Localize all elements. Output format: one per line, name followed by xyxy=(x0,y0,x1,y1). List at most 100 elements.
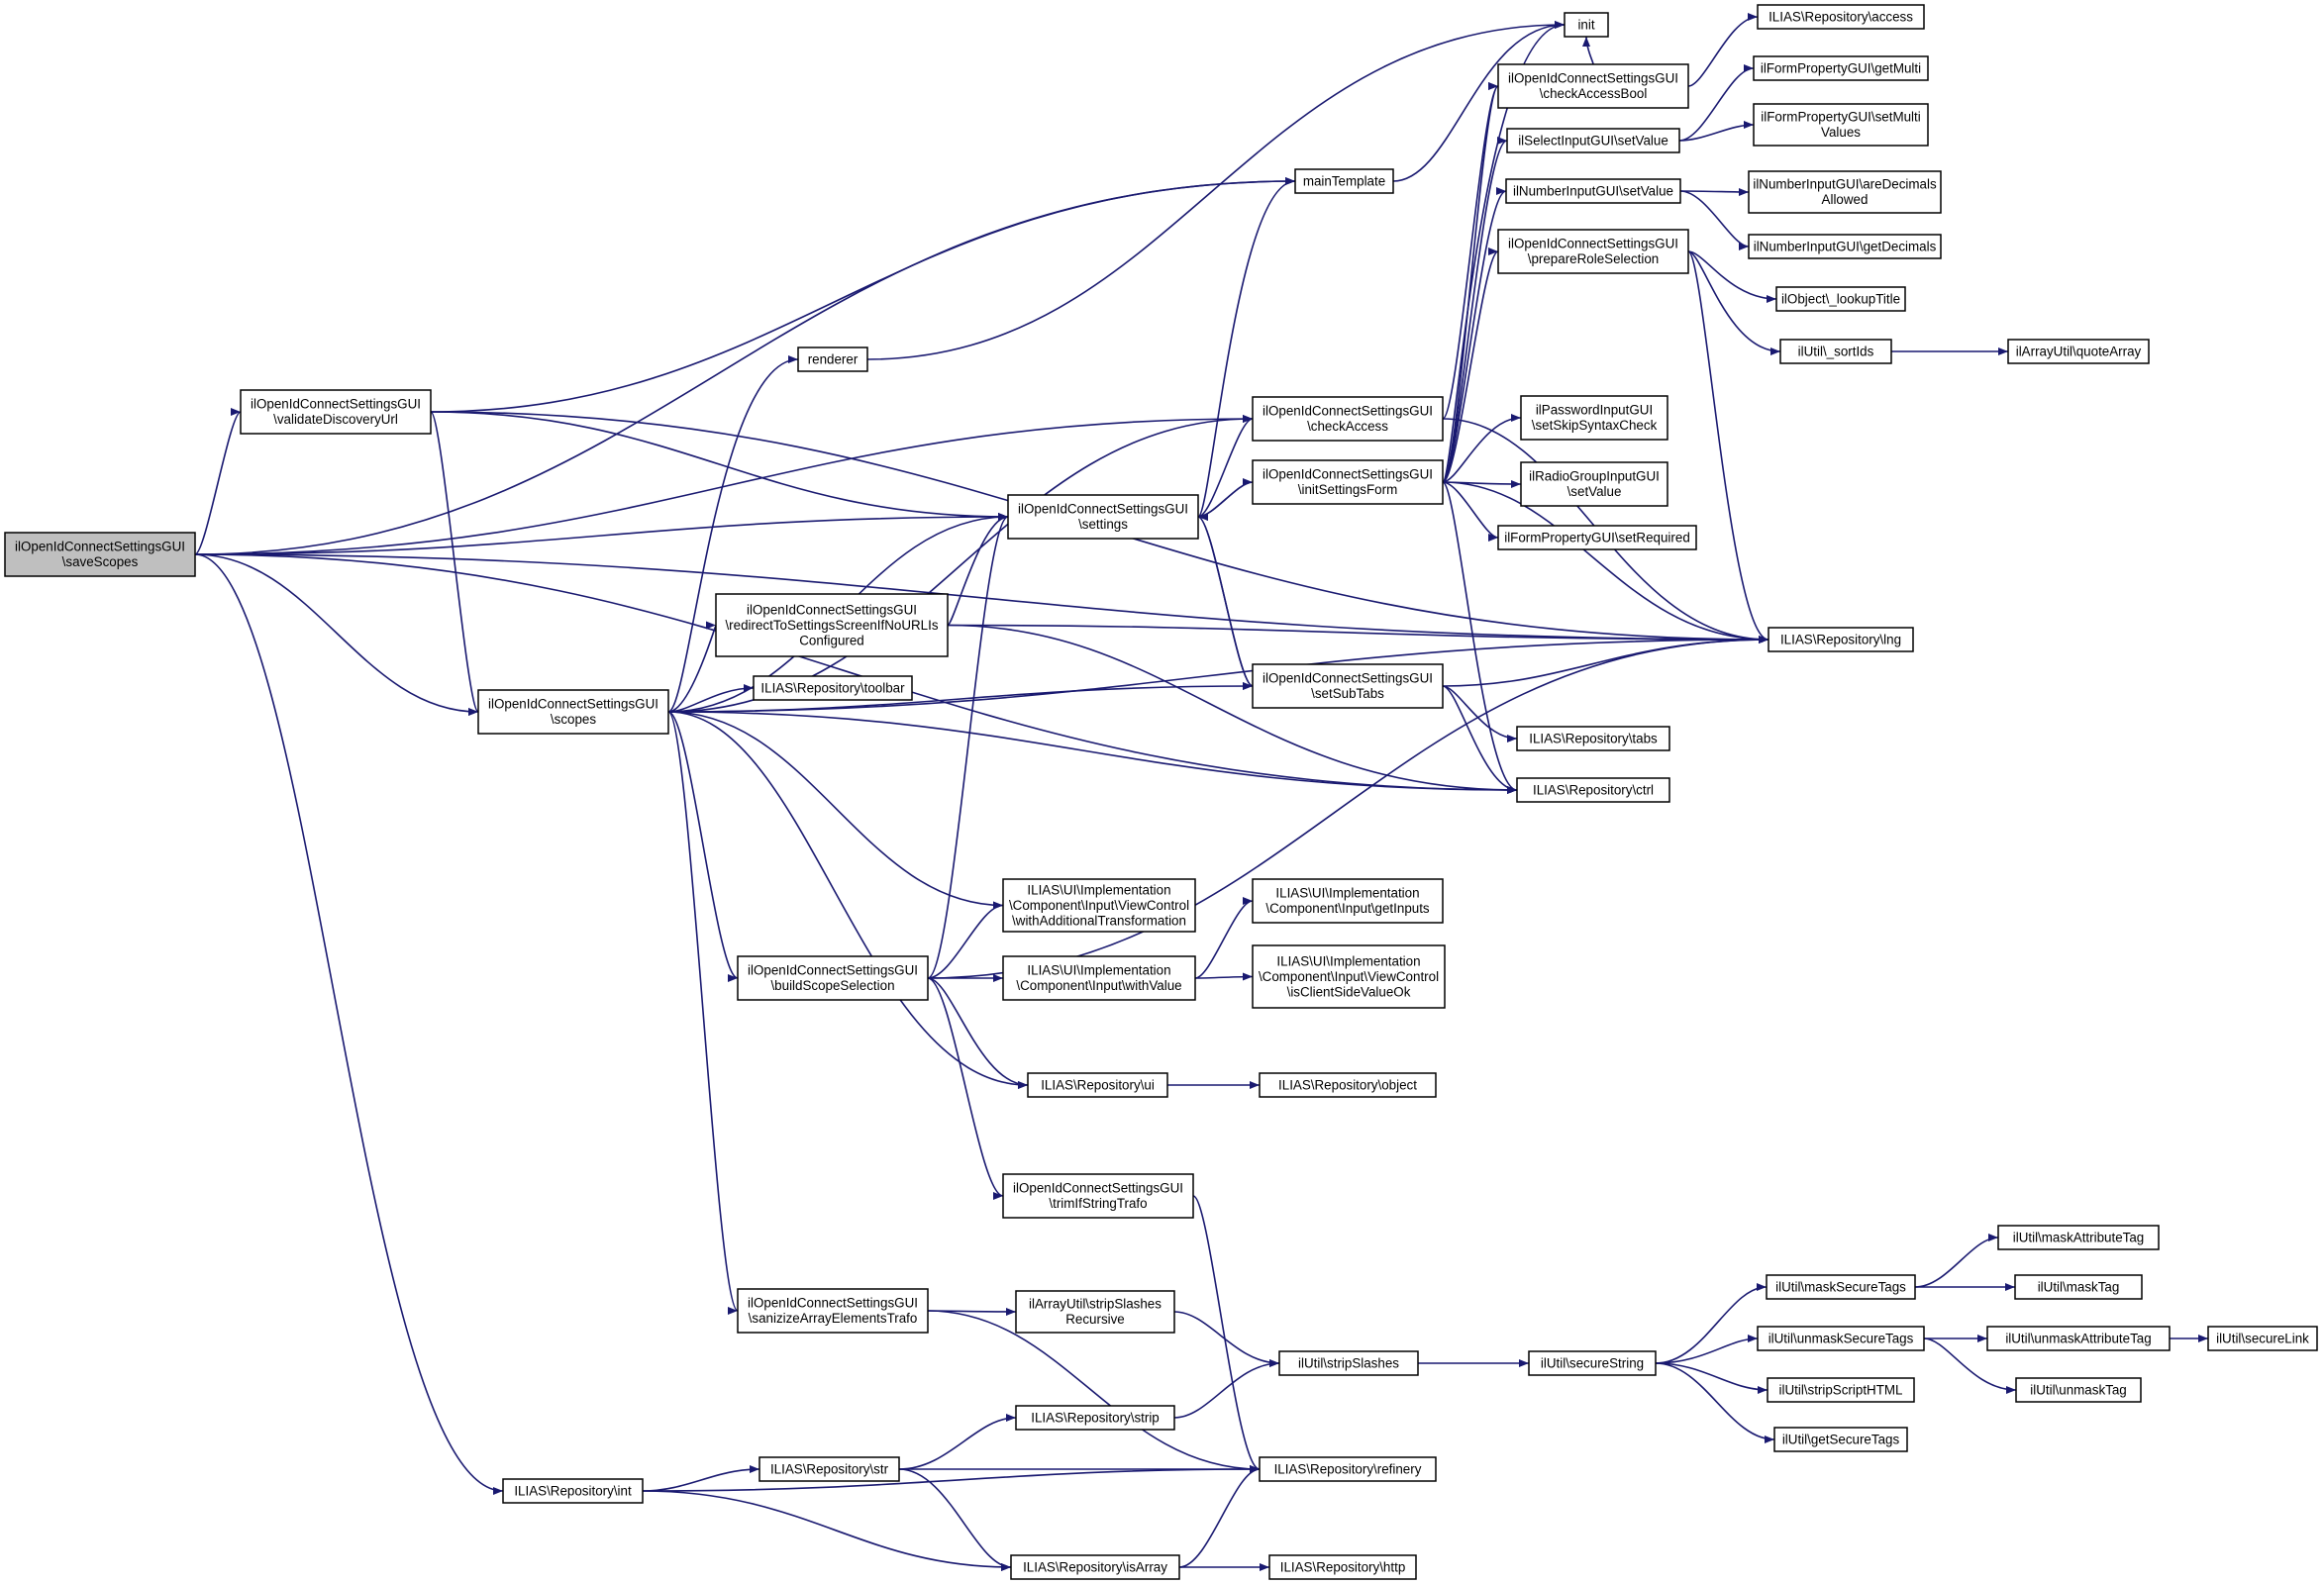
edge-strip-to-stripSlashes xyxy=(1173,1359,1280,1419)
node-trimIfStringTrafo[interactable]: ilOpenIdConnectSettingsGUI\trimIfStringT… xyxy=(1002,1173,1194,1219)
node-isArray[interactable]: ILIAS\Repository\isArray xyxy=(1010,1554,1180,1580)
node-label-line: ilUtil\maskSecureTags xyxy=(1775,1279,1906,1294)
node-mainTemplate[interactable]: mainTemplate xyxy=(1294,168,1394,194)
node-checkAccess[interactable]: ilOpenIdConnectSettingsGUI\checkAccess xyxy=(1252,396,1444,442)
node-object[interactable]: ILIAS\Repository\object xyxy=(1259,1072,1437,1098)
node-numberSetValue[interactable]: ilNumberInputGUI\setValue xyxy=(1505,178,1681,204)
node-getInputs[interactable]: ILIAS\UI\Implementation\Component\Input\… xyxy=(1252,878,1444,924)
node-label-line: \validateDiscoveryUrl xyxy=(273,412,398,427)
node-saveScopes[interactable]: ilOpenIdConnectSettingsGUI\saveScopes xyxy=(4,532,196,577)
edge-setSubTabs-to-tabs xyxy=(1442,685,1518,743)
edge-scopes-to-ui xyxy=(667,711,1029,1089)
node-stripScriptHTML[interactable]: ilUtil\stripScriptHTML xyxy=(1767,1377,1915,1403)
node-maskTag[interactable]: ilUtil\maskTag xyxy=(2014,1274,2143,1300)
node-box xyxy=(1753,55,1929,81)
node-label-line: ILIAS\Repository\isArray xyxy=(1023,1559,1167,1574)
node-sanitize[interactable]: ilOpenIdConnectSettingsGUI\sanizizeArray… xyxy=(737,1288,929,1334)
node-scopes[interactable]: ilOpenIdConnectSettingsGUI\scopes xyxy=(477,689,669,735)
edge-saveScopes-to-settings xyxy=(194,513,1009,555)
node-withAdditionalTransformation[interactable]: ILIAS\UI\Implementation\Component\Input\… xyxy=(1002,878,1196,933)
node-box xyxy=(1768,627,1914,652)
node-label-line: \saveScopes xyxy=(62,554,139,569)
node-isClientSideValueOk[interactable]: ILIAS\UI\Implementation\Component\Input\… xyxy=(1252,944,1446,1009)
node-setRequired[interactable]: ilFormPropertyGUI\setRequired xyxy=(1497,525,1697,550)
node-label-line: renderer xyxy=(808,351,859,366)
node-getMulti[interactable]: ilFormPropertyGUI\getMulti xyxy=(1753,55,1929,81)
edge-setSubTabs-to-lng xyxy=(1442,636,1769,687)
node-label-line: ilUtil\secureString xyxy=(1541,1355,1644,1370)
edge-withValue-to-getInputs xyxy=(1194,897,1254,979)
node-stripSlashes[interactable]: ilUtil\stripSlashes xyxy=(1278,1350,1419,1376)
node-withValue[interactable]: ILIAS\UI\Implementation\Component\Input\… xyxy=(1002,955,1196,1001)
node-ctrl[interactable]: ILIAS\Repository\ctrl xyxy=(1516,777,1670,803)
node-label-line: \Component\Input\ViewControl xyxy=(1259,969,1439,984)
node-initSettingsForm[interactable]: ilOpenIdConnectSettingsGUI\initSettingsF… xyxy=(1252,459,1444,505)
node-getDecimals[interactable]: ilNumberInputGUI\getDecimals xyxy=(1748,234,1942,259)
node-buildScopeSelection[interactable]: ilOpenIdConnectSettingsGUI\buildScopeSel… xyxy=(737,955,929,1001)
node-unmaskSecureTags[interactable]: ilUtil\unmaskSecureTags xyxy=(1757,1326,1925,1351)
node-radioSetValue[interactable]: ilRadioGroupInputGUI\setValue xyxy=(1520,461,1668,507)
node-ui[interactable]: ILIAS\Repository\ui xyxy=(1027,1072,1168,1098)
node-secureString[interactable]: ilUtil\secureString xyxy=(1528,1350,1657,1376)
node-label-line: ilOpenIdConnectSettingsGUI xyxy=(488,697,658,712)
node-label-line: ilUtil\secureLink xyxy=(2216,1331,2309,1345)
edge-saveScopes-to-checkAccess xyxy=(194,415,1254,555)
node-int[interactable]: ILIAS\Repository\int xyxy=(502,1478,644,1504)
node-quoteArray[interactable]: ilArrayUtil\quoteArray xyxy=(2007,339,2150,364)
node-lng[interactable]: ILIAS\Repository\lng xyxy=(1768,627,1914,652)
node-strip[interactable]: ILIAS\Repository\strip xyxy=(1015,1405,1175,1431)
node-setSkipSyntaxCheck[interactable]: ilPasswordInputGUI\setSkipSyntaxCheck xyxy=(1520,395,1668,441)
node-access[interactable]: ILIAS\Repository\access xyxy=(1757,4,1925,30)
node-sortIds[interactable]: ilUtil\_sortIds xyxy=(1779,339,1892,364)
node-unmaskTag[interactable]: ilUtil\unmaskTag xyxy=(2015,1377,2142,1403)
node-label-line: \initSettingsForm xyxy=(1298,482,1397,497)
edge-validateDiscoveryUrl-to-mainTemplate xyxy=(430,177,1296,413)
node-box xyxy=(1002,878,1196,933)
node-label-line: ilOpenIdConnectSettingsGUI xyxy=(1013,1181,1183,1196)
node-label-line: ILIAS\Repository\tabs xyxy=(1529,731,1658,745)
node-http[interactable]: ILIAS\Repository\http xyxy=(1268,1554,1417,1580)
node-lookupTitle[interactable]: ilObject\_lookupTitle xyxy=(1775,286,1906,312)
node-init[interactable]: init xyxy=(1564,12,1609,38)
node-unmaskAttributeTag[interactable]: ilUtil\unmaskAttributeTag xyxy=(1986,1326,2171,1351)
node-tabs[interactable]: ILIAS\Repository\tabs xyxy=(1516,726,1670,751)
node-refinery[interactable]: ILIAS\Repository\refinery xyxy=(1259,1456,1437,1482)
node-label-line: ilUtil\getSecureTags xyxy=(1782,1432,1900,1446)
edge-buildScopeSelection-to-trimIfStringTrafo xyxy=(927,977,1004,1200)
node-label-line: ilFormPropertyGUI\getMulti xyxy=(1761,60,1921,75)
node-maskSecureTags[interactable]: ilUtil\maskSecureTags xyxy=(1766,1274,1916,1300)
node-prepareRoleSelection[interactable]: ilOpenIdConnectSettingsGUI\prepareRoleSe… xyxy=(1497,229,1689,274)
node-setSubTabs[interactable]: ilOpenIdConnectSettingsGUI\setSubTabs xyxy=(1252,663,1444,709)
node-validateDiscoveryUrl[interactable]: ilOpenIdConnectSettingsGUI\validateDisco… xyxy=(240,389,432,435)
node-label-line: ilArrayUtil\quoteArray xyxy=(2016,344,2142,358)
node-selectSetValue[interactable]: ilSelectInputGUI\setValue xyxy=(1506,128,1680,153)
node-label-line: ilFormPropertyGUI\setMulti xyxy=(1761,110,1920,125)
node-label-line: ilOpenIdConnectSettingsGUI xyxy=(251,397,421,412)
edge-initSettingsForm-to-setRequired xyxy=(1442,481,1499,542)
nodes-layer: ilOpenIdConnectSettingsGUI\saveScopesilO… xyxy=(4,4,2318,1580)
node-settings[interactable]: ilOpenIdConnectSettingsGUI\settings xyxy=(1007,494,1199,540)
node-getSecureTags[interactable]: ilUtil\getSecureTags xyxy=(1773,1427,1908,1452)
node-redirectToSettings[interactable]: ilOpenIdConnectSettingsGUI\redirectToSet… xyxy=(715,593,949,657)
edge-checkAccessBool-to-access xyxy=(1687,13,1759,87)
node-label-line: ilOpenIdConnectSettingsGUI xyxy=(1508,237,1678,251)
edge-setSubTabs-to-ctrl xyxy=(1442,685,1518,794)
node-toolbar[interactable]: ILIAS\Repository\toolbar xyxy=(753,675,913,701)
node-label-line: ilOpenIdConnectSettingsGUI xyxy=(747,602,917,617)
node-box xyxy=(1252,459,1444,505)
node-maskAttributeTag[interactable]: ilUtil\maskAttributeTag xyxy=(1997,1225,2160,1250)
edge-stripSlashesRecursive-to-stripSlashes xyxy=(1173,1311,1280,1367)
node-label-line: ILIAS\Repository\strip xyxy=(1031,1410,1160,1425)
node-secureLink[interactable]: ilUtil\secureLink xyxy=(2207,1326,2318,1351)
node-label-line: ilUtil\stripScriptHTML xyxy=(1779,1382,1903,1397)
edge-secureString-to-getSecureTags xyxy=(1655,1362,1775,1443)
node-str[interactable]: ILIAS\Repository\str xyxy=(758,1456,900,1482)
node-box xyxy=(1010,1554,1180,1580)
node-checkAccessBool[interactable]: ilOpenIdConnectSettingsGUI\checkAccessBo… xyxy=(1497,63,1689,109)
node-label-line: ilUtil\unmaskSecureTags xyxy=(1768,1331,1914,1345)
node-label-line: ilRadioGroupInputGUI xyxy=(1529,469,1660,484)
node-renderer[interactable]: renderer xyxy=(797,347,868,372)
